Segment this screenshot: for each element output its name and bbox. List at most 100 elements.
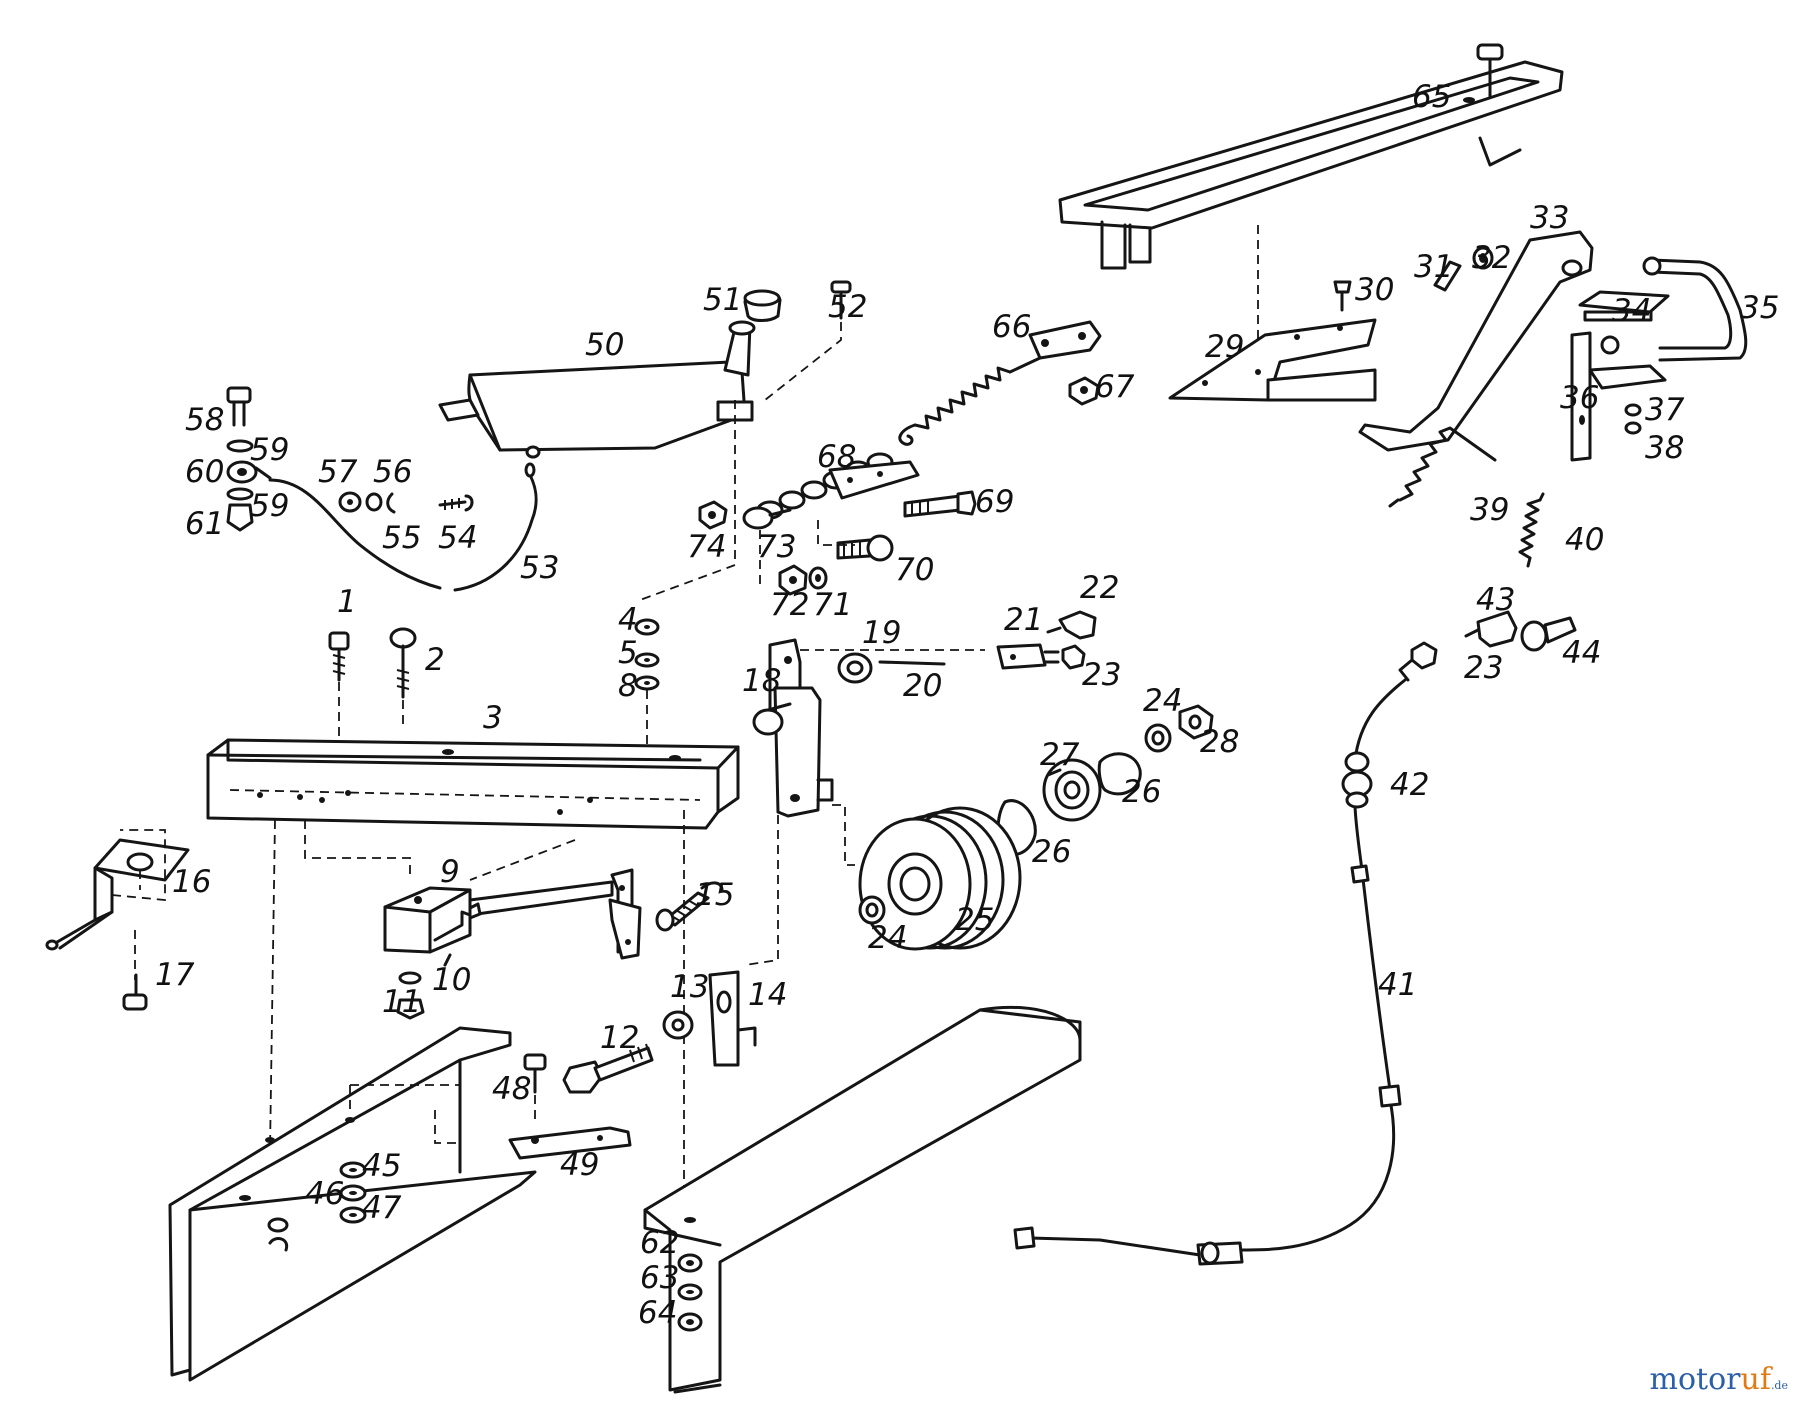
callout-5: 5 bbox=[618, 635, 638, 671]
bolt-30 bbox=[1333, 280, 1352, 312]
bolt-48 bbox=[523, 1053, 547, 1120]
nut-37 bbox=[1624, 403, 1642, 417]
nut-57 bbox=[338, 491, 362, 513]
bracket-36 bbox=[1570, 331, 1667, 462]
washer-56 bbox=[365, 492, 383, 512]
guide-18-14 bbox=[744, 815, 779, 966]
nut-11 bbox=[396, 998, 425, 1020]
watermark-brand-a: motor bbox=[1649, 1362, 1741, 1397]
callout-1: 1 bbox=[337, 584, 357, 620]
pedal-33 bbox=[1358, 230, 1594, 452]
adjuster-42 bbox=[1341, 751, 1373, 809]
washer-59b bbox=[226, 487, 254, 501]
eye-73 bbox=[742, 506, 792, 530]
callout-19: 19 bbox=[862, 615, 901, 651]
callout-51: 51 bbox=[703, 282, 742, 318]
callout-35: 35 bbox=[1740, 290, 1779, 326]
callout-11: 11 bbox=[382, 984, 421, 1020]
nut-23b bbox=[1398, 641, 1438, 682]
callout-26: 26 bbox=[1122, 774, 1161, 810]
callout-10: 10 bbox=[432, 962, 471, 998]
callout-34: 34 bbox=[1612, 293, 1651, 329]
nut-4 bbox=[634, 618, 660, 636]
washer-45 bbox=[339, 1161, 367, 1179]
nut-67 bbox=[1068, 376, 1100, 406]
washer-6 bbox=[267, 1217, 289, 1233]
callout-2: 2 bbox=[425, 642, 445, 678]
frame-right bbox=[643, 1005, 1082, 1394]
callout-21: 21 bbox=[1004, 602, 1043, 638]
mount-plate-29 bbox=[1168, 318, 1377, 402]
callout-65: 65 bbox=[1412, 79, 1451, 115]
spring-40 bbox=[1518, 492, 1545, 568]
plate-14 bbox=[708, 970, 757, 1067]
washer-59a bbox=[226, 439, 254, 453]
callout-67: 67 bbox=[1095, 369, 1135, 405]
callout-68: 68 bbox=[817, 439, 856, 475]
callout-47: 47 bbox=[362, 1190, 402, 1226]
callout-59: 59 bbox=[250, 432, 289, 468]
callout-64: 64 bbox=[638, 1295, 677, 1331]
cable-41 bbox=[1013, 678, 1407, 1266]
callout-41: 41 bbox=[1378, 967, 1417, 1003]
callout-27: 27 bbox=[1040, 737, 1080, 773]
guide-3-9 bbox=[304, 820, 411, 880]
callout-3: 3 bbox=[483, 700, 503, 736]
clevis-21 bbox=[996, 643, 1060, 670]
callout-73: 73 bbox=[757, 529, 796, 565]
callout-9: 9 bbox=[440, 854, 460, 890]
bolt-2 bbox=[389, 627, 417, 725]
callout-45: 45 bbox=[362, 1148, 401, 1184]
nut-23a bbox=[1061, 644, 1086, 670]
circlip-26b bbox=[1097, 752, 1142, 796]
callout-33: 33 bbox=[1530, 200, 1569, 236]
guide-tank-chassis bbox=[639, 400, 736, 601]
spring-15 bbox=[655, 881, 724, 932]
spring-39 bbox=[1388, 426, 1497, 508]
nut-64 bbox=[677, 1312, 703, 1332]
callout-53: 53 bbox=[520, 550, 559, 586]
callout-20: 20 bbox=[903, 668, 942, 704]
arm-9 bbox=[383, 868, 642, 967]
pulley-25 bbox=[858, 806, 1022, 951]
nut-38 bbox=[1624, 421, 1642, 435]
callout-28: 28 bbox=[1200, 724, 1239, 760]
callout-24: 24 bbox=[1143, 683, 1182, 719]
nut-28 bbox=[1178, 704, 1214, 740]
callout-62: 62 bbox=[640, 1225, 679, 1261]
channel-3 bbox=[206, 738, 740, 830]
tank-50 bbox=[438, 320, 756, 459]
watermark: motoruf.de bbox=[1650, 1362, 1788, 1397]
callout-48: 48 bbox=[492, 1071, 531, 1107]
callout-16: 16 bbox=[172, 864, 211, 900]
frame-left bbox=[168, 1026, 537, 1382]
callout-39: 39 bbox=[1470, 492, 1509, 528]
bolt-70 bbox=[836, 534, 894, 562]
callout-50: 50 bbox=[585, 327, 624, 363]
bolt-65 bbox=[1463, 43, 1504, 103]
callout-49: 49 bbox=[560, 1147, 599, 1183]
callout-17: 17 bbox=[155, 957, 195, 993]
callout-26: 26 bbox=[1032, 834, 1071, 870]
callout-8: 8 bbox=[618, 668, 638, 704]
nut-62 bbox=[677, 1253, 703, 1273]
callout-57: 57 bbox=[318, 454, 358, 490]
callout-18: 18 bbox=[742, 663, 781, 699]
callout-46: 46 bbox=[305, 1176, 344, 1212]
callout-58: 58 bbox=[185, 402, 224, 438]
washer-8 bbox=[634, 675, 660, 691]
tension-spring bbox=[898, 366, 1012, 446]
cap-51 bbox=[743, 289, 782, 322]
callout-37: 37 bbox=[1645, 392, 1685, 428]
bolt-17 bbox=[122, 973, 148, 1011]
callout-13: 13 bbox=[670, 969, 709, 1005]
watermark-brand-b: uf bbox=[1740, 1362, 1771, 1397]
callout-31: 31 bbox=[1414, 249, 1453, 285]
callout-12: 12 bbox=[600, 1020, 639, 1056]
callout-23: 23 bbox=[1082, 657, 1121, 693]
pin-31 bbox=[1433, 260, 1462, 292]
washer-19 bbox=[837, 652, 873, 684]
